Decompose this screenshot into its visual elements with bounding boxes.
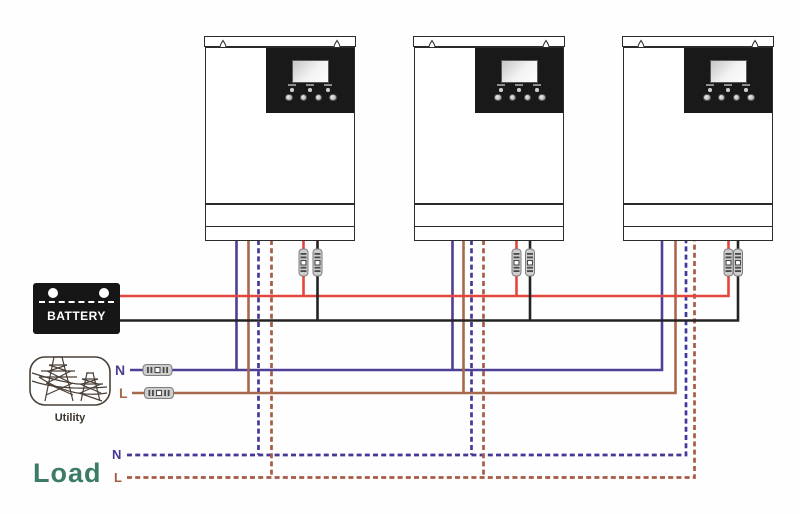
terminal-cover-line (624, 225, 772, 227)
panel-button-icon (732, 93, 741, 101)
battery-label: BATTERY (47, 309, 106, 323)
panel-button-icon (508, 93, 517, 101)
fuse-icon (511, 248, 522, 277)
fuse-icon (733, 248, 743, 277)
panel-button-icon (299, 93, 308, 101)
vent-slot (415, 202, 563, 205)
load-neutral-bus (127, 240, 688, 457)
panel-button-icon (285, 93, 293, 101)
led-icon (497, 83, 505, 92)
panel-buttons (494, 93, 546, 101)
panel-button-icon (329, 93, 337, 101)
panel-button-icon (717, 93, 726, 101)
load-line-bus (127, 240, 696, 479)
utility-line-wiring (132, 240, 677, 395)
control-panel (684, 47, 772, 113)
vent-slot (206, 202, 354, 205)
load-neutral-tag: N (112, 447, 122, 462)
led-icon (288, 83, 296, 92)
utility-line-tag: L (119, 385, 128, 401)
lcd-display (710, 59, 747, 83)
mounting-bracket (413, 36, 565, 51)
inverter-body (205, 46, 355, 241)
inverter-body (414, 46, 564, 241)
utility-neutral-tag: N (115, 362, 126, 378)
fuse-icon (525, 248, 535, 277)
battery: BATTERY (33, 283, 120, 334)
utility-neutral-bus (130, 240, 664, 372)
utility-neutral-wiring (130, 240, 664, 372)
lcd-display (501, 59, 538, 83)
inverter-unit-2 (413, 36, 565, 241)
utility-icon (29, 356, 111, 406)
fuse-icon (723, 248, 734, 277)
load-line-wiring (127, 240, 696, 479)
terminal-cover-line (415, 225, 563, 227)
battery-terminal-icon (99, 288, 109, 298)
fuse-icon (298, 248, 309, 277)
led-icon (515, 83, 523, 92)
inverter-unit-3 (622, 36, 774, 241)
load-label: Load (33, 458, 102, 488)
dc-fuses (298, 248, 743, 277)
utility-line-bus (132, 240, 677, 395)
vent-slot (624, 202, 772, 205)
panel-button-icon (523, 93, 532, 101)
inverter-body (623, 46, 773, 241)
utility-label: Utility (54, 412, 86, 424)
battery-terminal-icon (48, 288, 58, 298)
inverter-unit-1 (204, 36, 356, 241)
mounting-bracket (622, 36, 774, 51)
led-indicators (497, 83, 541, 92)
led-indicators (288, 83, 332, 92)
battery-level-line (39, 301, 114, 303)
led-indicators (706, 83, 750, 92)
panel-button-icon (314, 93, 323, 101)
led-icon (724, 83, 732, 92)
load-line-tag: L (114, 470, 122, 485)
battery-positive-wiring (116, 240, 730, 298)
panel-button-icon (538, 93, 546, 101)
battery-positive-bus (116, 240, 730, 298)
breaker-icon (144, 387, 174, 399)
panel-buttons (285, 93, 337, 101)
battery-negative-wiring (116, 240, 740, 322)
led-icon (306, 83, 314, 92)
led-icon (706, 83, 714, 92)
led-icon (324, 83, 332, 92)
panel-button-icon (703, 93, 711, 101)
control-panel (475, 47, 563, 113)
ac-breakers (142, 364, 174, 399)
fuse-icon (312, 248, 323, 277)
panel-button-icon (747, 93, 755, 101)
breaker-icon (142, 364, 173, 376)
panel-buttons (703, 93, 755, 101)
led-icon (742, 83, 750, 92)
load-neutral-wiring (127, 240, 688, 457)
lcd-display (292, 59, 329, 83)
panel-button-icon (494, 93, 502, 101)
terminal-cover-line (206, 225, 354, 227)
led-icon (533, 83, 541, 92)
battery-negative-bus (116, 240, 740, 322)
mounting-bracket (204, 36, 356, 51)
control-panel (266, 47, 354, 113)
